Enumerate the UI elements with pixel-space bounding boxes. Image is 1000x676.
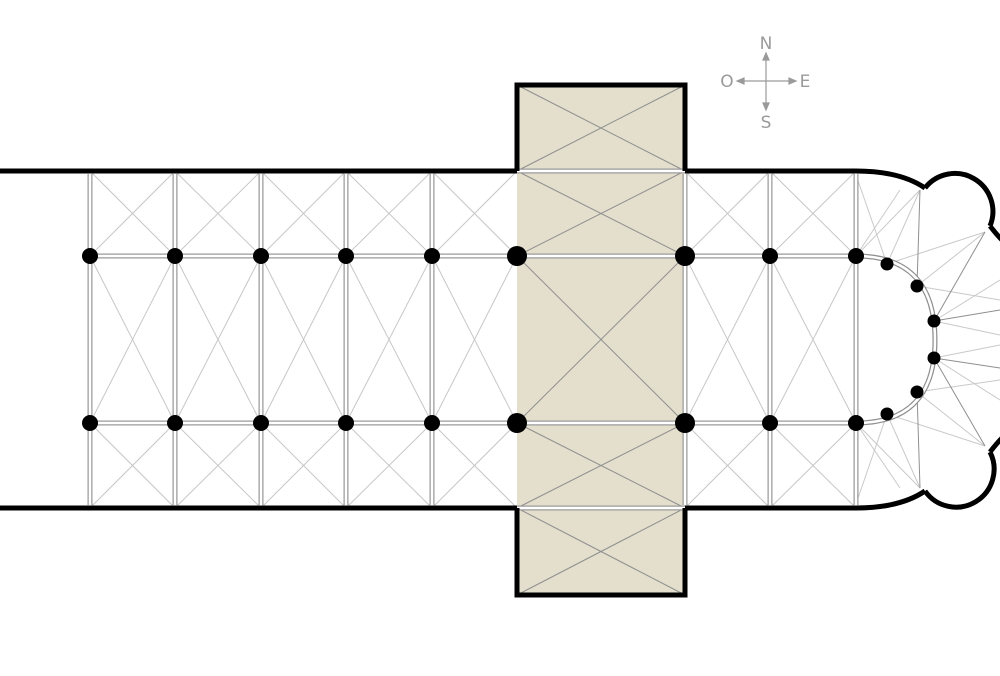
vault-rib: [174, 422, 262, 509]
transept-north-wall: [514, 82, 688, 171]
compass-west-label: O: [720, 72, 733, 92]
vault-rib: [174, 255, 262, 424]
pillar: [424, 248, 440, 264]
compass-rose: [735, 51, 798, 112]
vault-rib: [89, 170, 176, 257]
vault-rib: [174, 170, 262, 257]
chapel-north: [923, 170, 996, 227]
pillar: [82, 415, 98, 431]
pillar: [507, 413, 527, 433]
pillar: [675, 413, 695, 433]
pillar: [507, 246, 527, 266]
pillars: [82, 246, 941, 433]
apse-pillar: [880, 407, 894, 421]
compass-south-label: S: [761, 113, 772, 133]
chapel-east-north: [988, 224, 1000, 242]
vault-ribs: [89, 84, 857, 596]
compass-east-label: E: [800, 72, 811, 92]
transept-south-wall: [514, 508, 688, 598]
pillar: [762, 248, 778, 264]
compass-north-label: N: [760, 34, 773, 54]
vault-rib: [516, 507, 686, 596]
choir-wall-south: [685, 488, 927, 511]
vault-rib: [89, 255, 176, 424]
apse-pillar: [927, 314, 941, 328]
vault-rib: [516, 422, 686, 509]
vault-rib: [89, 422, 176, 509]
apse-pillar: [927, 351, 941, 365]
vault-rib: [769, 422, 857, 509]
pillar: [848, 415, 864, 431]
apse-pillar: [910, 279, 924, 293]
vault-rib: [345, 170, 433, 257]
pillar: [675, 246, 695, 266]
vault-rib: [684, 255, 771, 424]
pillar: [167, 415, 183, 431]
vault-rib: [516, 255, 686, 424]
vault-rib: [684, 422, 771, 509]
vault-rib: [431, 422, 518, 509]
vault-rib: [431, 255, 518, 424]
walls: [0, 82, 1000, 598]
chapel-east-south: [988, 436, 1000, 454]
pillar: [848, 248, 864, 264]
vault-rib: [345, 255, 433, 424]
choir-wall-north: [685, 168, 927, 191]
pillar: [762, 415, 778, 431]
vault-rib: [684, 170, 771, 257]
vault-rib: [260, 170, 347, 257]
vault-rib: [769, 170, 857, 257]
vault-rib: [260, 255, 347, 424]
chevet-ribs: [855, 174, 1000, 505]
apse-pillar: [880, 257, 894, 271]
vault-rib: [260, 422, 347, 509]
rib-bands: [87, 168, 859, 511]
pillar: [82, 248, 98, 264]
vault-rib: [345, 422, 433, 509]
apse-pillar: [910, 385, 924, 399]
vault-rib: [516, 84, 686, 172]
vault-rib: [516, 170, 686, 257]
pillar: [424, 415, 440, 431]
pillar: [167, 248, 183, 264]
pillar: [253, 248, 269, 264]
vault-rib: [431, 170, 518, 257]
vault-rib: [769, 255, 857, 424]
pillar: [338, 415, 354, 431]
chapel-south: [922, 450, 997, 510]
pillar: [253, 415, 269, 431]
pillar: [338, 248, 354, 264]
